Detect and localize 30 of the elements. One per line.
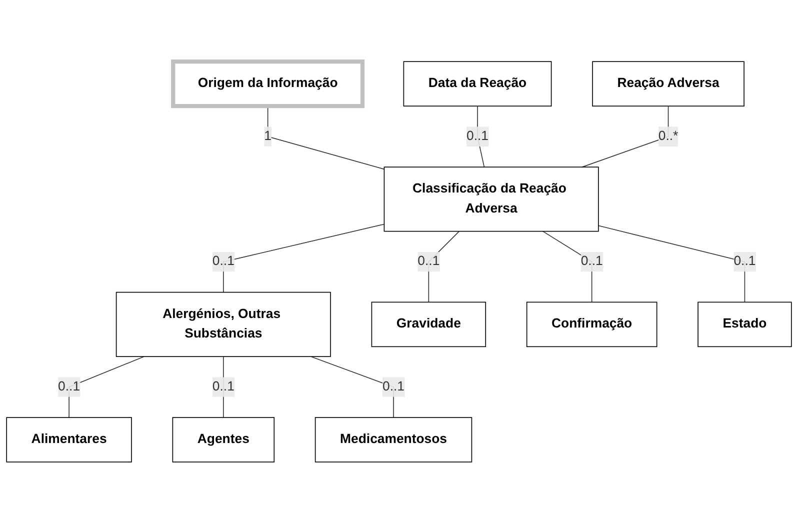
node-box: Reação Adversa — [592, 60, 744, 106]
node-box: Estado — [698, 301, 792, 347]
edge-label: 0..1 — [212, 379, 234, 394]
node-box: Origem da Informação — [171, 59, 365, 108]
connector — [542, 230, 592, 302]
connector — [582, 105, 669, 168]
node-box: Alergénios, Outras Substâncias — [116, 292, 331, 357]
node-box: Classificação da Reação Adversa — [384, 166, 599, 232]
connector — [598, 224, 746, 302]
edge-label: 0..1 — [580, 254, 603, 268]
node-box: Alimentares — [6, 416, 132, 462]
connector — [428, 230, 460, 302]
node-box: Gravidade — [371, 301, 486, 347]
node-box: Confirmação — [526, 301, 658, 347]
connector — [223, 224, 385, 292]
connector — [310, 356, 394, 418]
edge-label: 0..1 — [466, 128, 488, 143]
edge-label: 0..1 — [58, 379, 80, 394]
connector — [68, 356, 145, 418]
node-box: Medicamentosos — [314, 416, 472, 462]
edge-label: 0..1 — [734, 254, 756, 268]
edge-label: 0..1 — [212, 254, 234, 268]
edge-label: 0..* — [658, 128, 678, 143]
connector — [477, 105, 485, 168]
edge-label: 1 — [264, 128, 272, 143]
edge-label: 0..1 — [382, 379, 405, 394]
edge-label: 0..1 — [418, 254, 440, 268]
connector — [223, 356, 224, 418]
node-box: Data da Reação — [403, 60, 552, 106]
node-box: Agentes — [172, 416, 275, 462]
